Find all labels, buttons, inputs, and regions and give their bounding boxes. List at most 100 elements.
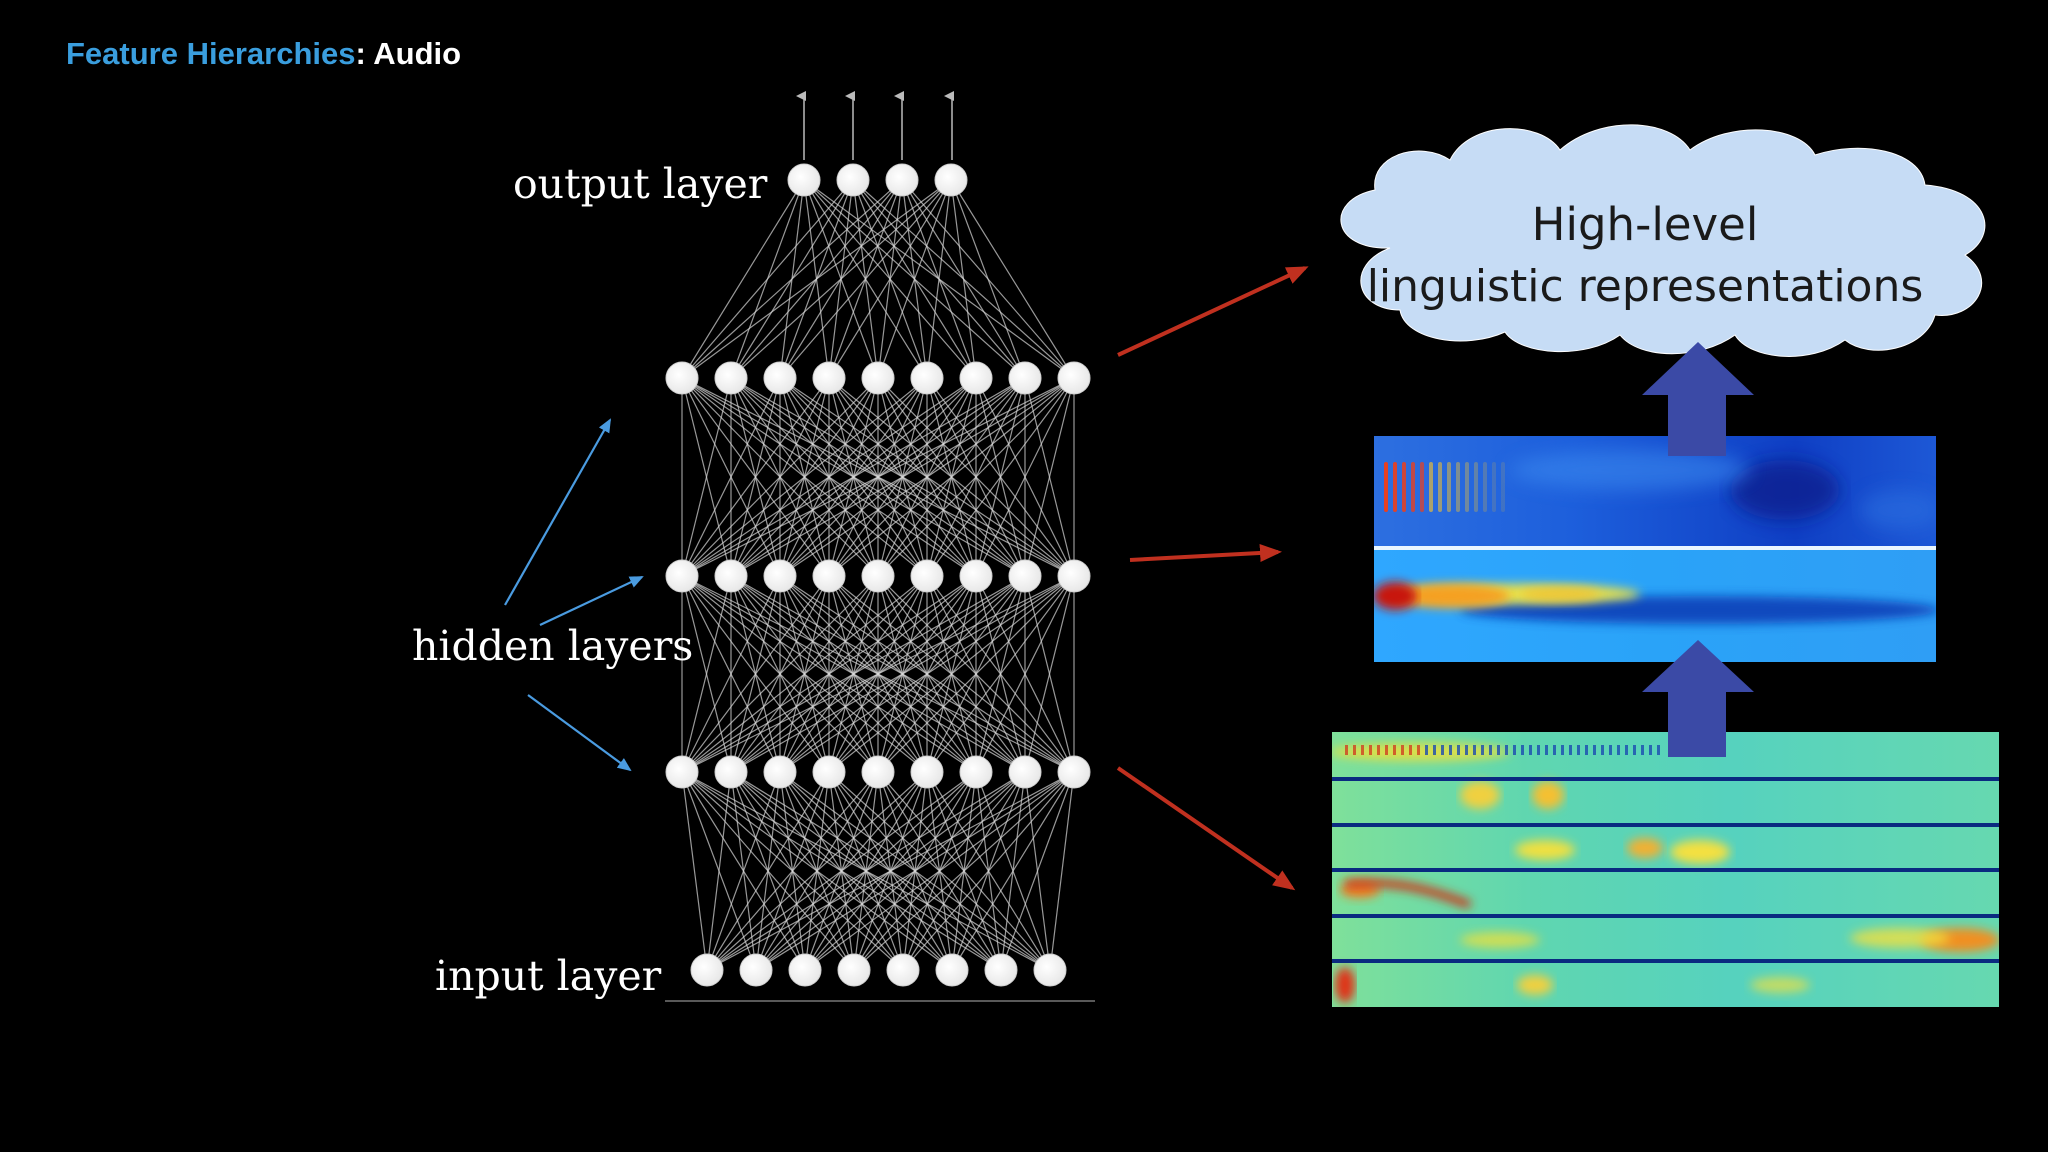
connection-line: [681, 575, 1075, 773]
input-node: [837, 953, 871, 987]
wave-stripe: [1456, 462, 1460, 512]
onset-mark: [1449, 745, 1452, 755]
wave-stripe: [1447, 462, 1451, 512]
input-node: [935, 953, 969, 987]
onset-mark: [1625, 745, 1628, 755]
output-node: [836, 163, 870, 197]
connection-line: [804, 771, 1075, 971]
onset-mark: [1561, 745, 1564, 755]
onset-mark: [1457, 745, 1460, 755]
connection-line: [681, 179, 952, 379]
connection-line: [950, 179, 1026, 379]
title-main: Feature Hierarchies: [66, 36, 356, 71]
connection-line: [779, 575, 1075, 773]
wave-stripe: [1402, 462, 1406, 512]
connection-line: [681, 179, 805, 379]
connection-line: [926, 179, 952, 379]
onset-mark: [1529, 745, 1532, 755]
hidden-1-node: [812, 755, 846, 789]
low-level-feature-map: [1332, 732, 1999, 1007]
connection-line: [853, 771, 1075, 971]
hidden-1-node: [714, 755, 748, 789]
connection-line: [1049, 771, 1075, 971]
hidden-2-node: [665, 559, 699, 593]
hidden-2-node: [861, 559, 895, 593]
input-node: [739, 953, 773, 987]
onset-mark: [1649, 745, 1652, 755]
connection-line: [681, 377, 781, 577]
onset-mark: [1377, 745, 1380, 755]
connection-line: [779, 377, 1075, 577]
hidden-3-node: [959, 361, 993, 395]
onset-mark: [1553, 745, 1556, 755]
wave-stripe: [1438, 462, 1442, 512]
input-node: [690, 953, 724, 987]
network-connections: [681, 179, 1075, 971]
connection-line: [681, 575, 830, 773]
up-block-arrow-lower: [1642, 640, 1754, 757]
onset-mark: [1361, 745, 1364, 755]
onset-mark: [1409, 745, 1412, 755]
connection-line: [1024, 377, 1075, 577]
connection-line: [681, 575, 977, 773]
onset-mark: [1465, 745, 1468, 755]
title-sub: Audio: [373, 36, 462, 71]
red-arrow-bottom: [1116, 766, 1296, 891]
hidden-2-node: [910, 559, 944, 593]
connection-line: [926, 575, 1075, 773]
cloud-line-2: linguistic representations: [1366, 261, 1924, 312]
wave-stripe: [1492, 462, 1496, 512]
connection-line: [1024, 575, 1075, 773]
connection-line: [902, 771, 1075, 971]
onset-mark: [1497, 745, 1500, 755]
input-layer-label: input layer: [435, 952, 662, 1000]
connection-line: [681, 575, 879, 773]
up-block-arrow-upper: [1642, 342, 1754, 456]
onset-mark: [1425, 745, 1428, 755]
connection-line: [828, 179, 952, 379]
connection-line: [828, 377, 1075, 577]
onset-mark: [1385, 745, 1388, 755]
connection-line: [828, 575, 1075, 773]
onset-mark: [1633, 745, 1636, 755]
onset-mark: [1585, 745, 1588, 755]
red-arrow-middle: [1129, 543, 1282, 562]
connection-line: [755, 771, 1075, 971]
onset-mark: [1537, 745, 1540, 755]
connection-line: [681, 377, 1026, 577]
input-node: [886, 953, 920, 987]
onset-mark: [1369, 745, 1372, 755]
input-node: [1033, 953, 1067, 987]
hidden-1-node: [959, 755, 993, 789]
onset-mark: [1473, 745, 1476, 755]
onset-mark: [1489, 745, 1492, 755]
hidden-label-arrows: [504, 418, 644, 772]
connection-line: [681, 377, 977, 577]
connection-line: [877, 179, 952, 379]
red-arrows: [1116, 266, 1309, 891]
connection-line: [975, 377, 1075, 577]
output-node: [934, 163, 968, 197]
connection-line: [681, 377, 928, 577]
onset-mark: [1481, 745, 1484, 755]
onset-mark: [1617, 745, 1620, 755]
connection-line: [926, 377, 1075, 577]
hidden-1-node: [665, 755, 699, 789]
connection-line: [681, 575, 1026, 773]
hidden-3-node: [714, 361, 748, 395]
onset-mark: [1545, 745, 1548, 755]
connection-line: [706, 771, 830, 971]
wave-stripe: [1483, 462, 1487, 512]
onset-mark: [1569, 745, 1572, 755]
wave-pattern: [1384, 462, 1505, 512]
strip-dividers: [1332, 777, 1999, 963]
hidden-2-node: [812, 559, 846, 593]
connection-line: [975, 575, 1075, 773]
hidden-3-node: [910, 361, 944, 395]
hidden-2-node: [959, 559, 993, 593]
onset-mark: [1593, 745, 1596, 755]
onset-mark: [1513, 745, 1516, 755]
connection-line: [681, 575, 781, 773]
